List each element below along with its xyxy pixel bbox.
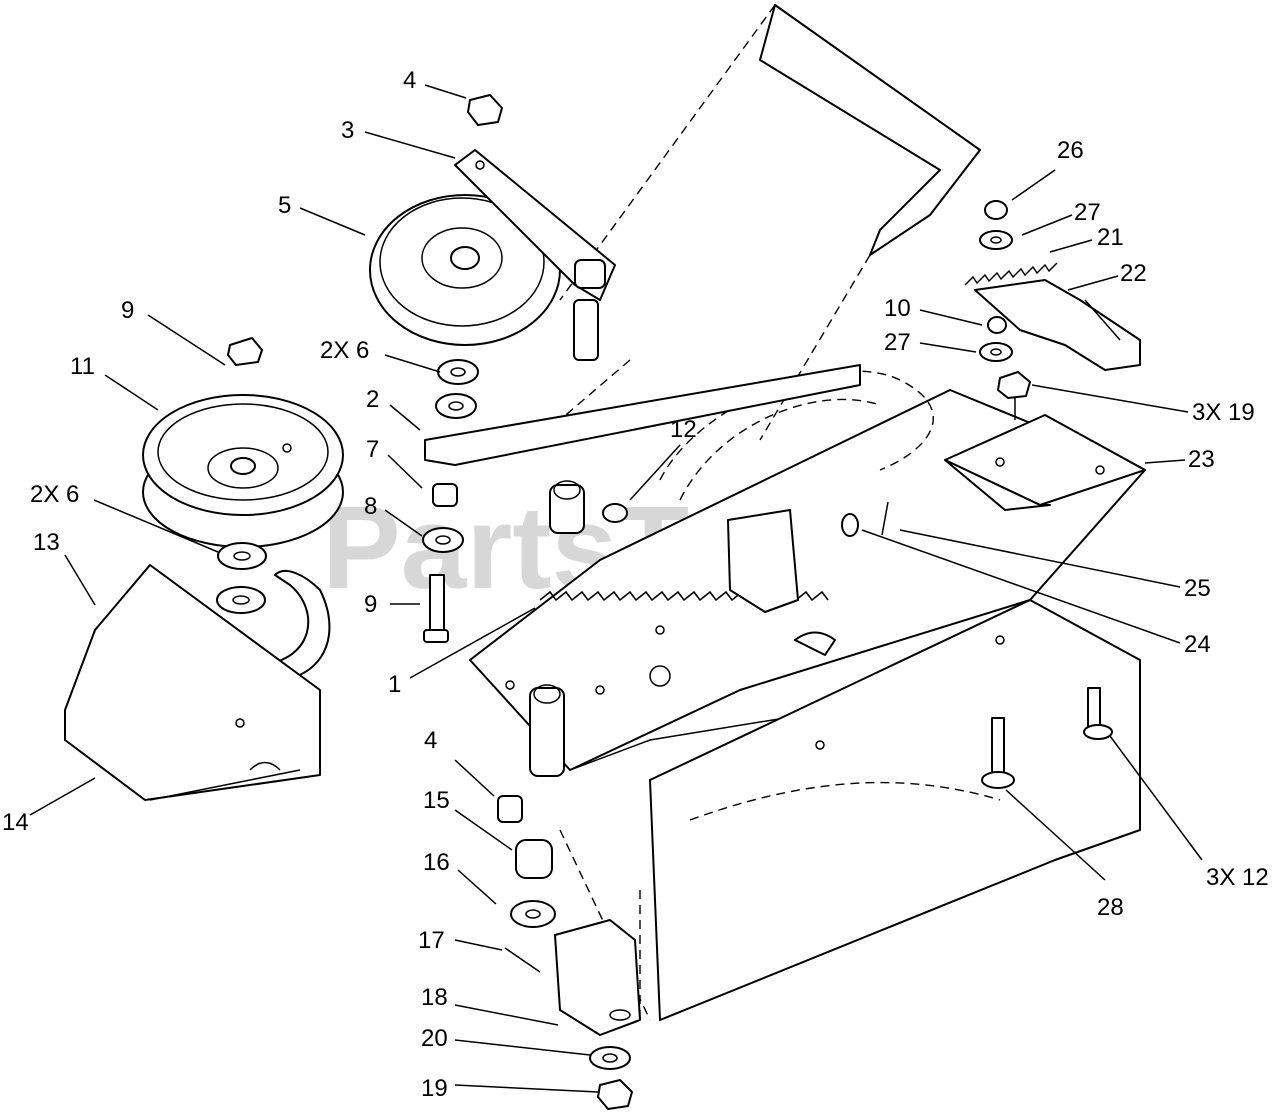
nut-19: [597, 1079, 633, 1110]
spacer-10: [987, 316, 1007, 334]
callout-22: 22: [1120, 260, 1147, 287]
spring-21: [964, 262, 1058, 286]
callout-26: 26: [1057, 137, 1084, 164]
bolt-28: [981, 717, 1015, 789]
callout-4-top: 4: [403, 67, 416, 94]
bracket-18: [554, 919, 641, 1036]
bolt-9-top: [227, 337, 263, 366]
callout-21: 21: [1097, 224, 1124, 251]
bolt-9-mid: [423, 574, 449, 643]
callout-labels: 4 3 5 9 11 2X 6 2 7 8 2X 6 13 9 1 12 14 …: [2, 67, 1269, 1102]
bolt-12-right: [1083, 687, 1113, 740]
callout-12: 12: [670, 416, 697, 443]
washer-16: [510, 900, 556, 928]
pin-25: [881, 501, 889, 536]
callout-27-top: 27: [1074, 199, 1101, 226]
callout-19: 19: [421, 1075, 448, 1102]
leader-lines: [29, 84, 1203, 1093]
spacer-tube-12: [549, 480, 628, 534]
callout-2x6-upper: 2X 6: [320, 337, 369, 364]
washer-8: [422, 527, 464, 553]
callout-2x6-lower: 2X 6: [30, 481, 79, 508]
callout-7: 7: [366, 436, 379, 463]
callout-18: 18: [421, 984, 448, 1011]
bolt-19-right: [997, 371, 1031, 420]
bracket-23: [944, 414, 1146, 511]
callout-17: 17: [418, 927, 445, 954]
pulley-11: [142, 394, 344, 548]
callout-20: 20: [421, 1025, 448, 1052]
callout-10: 10: [884, 295, 911, 322]
washer-6-lower: [216, 542, 267, 614]
shield-plate-14: [64, 564, 321, 801]
callout-8: 8: [364, 493, 377, 520]
callout-24: 24: [1184, 631, 1211, 658]
cotter-pin-17: [504, 947, 541, 973]
drive-belt: [659, 370, 934, 501]
callout-27-low: 27: [884, 329, 911, 356]
callout-14: 14: [2, 809, 29, 836]
bracket-22: [974, 279, 1141, 371]
callout-1: 1: [388, 671, 401, 698]
washer-6-upper: [435, 359, 479, 419]
washer-27-top: [979, 230, 1013, 250]
callout-4-low: 4: [424, 727, 437, 754]
callout-16: 16: [423, 849, 450, 876]
spring-bracket: [727, 509, 799, 613]
callout-11: 11: [70, 353, 95, 380]
callout-3: 3: [341, 117, 354, 144]
callout-5: 5: [278, 192, 291, 219]
spacer-tube-lower: [529, 684, 565, 777]
callout-28: 28: [1097, 894, 1124, 921]
bushing-15: [515, 839, 553, 879]
idler-arm-2: [424, 364, 861, 466]
washer-20: [589, 1046, 631, 1070]
pulley-arm-3: [454, 149, 616, 301]
callout-25: 25: [1184, 575, 1211, 602]
callout-13: 13: [33, 529, 60, 556]
nut-4-top: [467, 94, 503, 126]
nut-26: [984, 200, 1008, 220]
idler-pulley-5: [369, 194, 561, 346]
spacer-tube-upper: [573, 299, 599, 361]
bushing-7: [432, 483, 458, 507]
nut-4-low: [497, 795, 523, 823]
callout-3x19: 3X 19: [1192, 399, 1255, 426]
callout-23: 23: [1188, 446, 1215, 473]
washer-27-low: [979, 342, 1013, 362]
callout-9-mid: 9: [364, 591, 377, 618]
callout-15: 15: [423, 787, 450, 814]
washer-24: [841, 513, 859, 537]
callout-3x12: 3X 12: [1206, 864, 1269, 891]
callout-9-top: 9: [121, 297, 134, 324]
chute-housing: [759, 4, 981, 256]
callout-2: 2: [366, 386, 379, 413]
